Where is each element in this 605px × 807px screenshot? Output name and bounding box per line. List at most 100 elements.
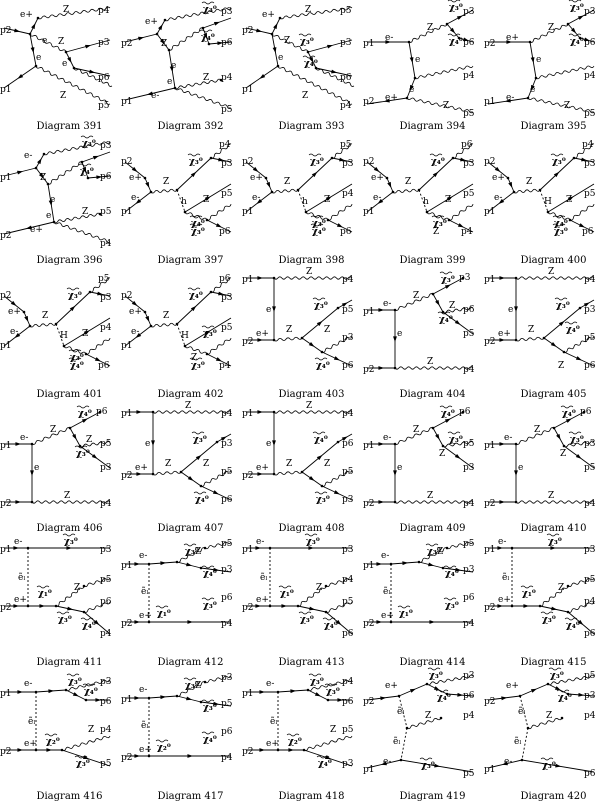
vertex-dot [330,156,334,160]
boson-line [321,335,353,353]
vertex-dot [314,66,318,70]
fermion-arrow [499,442,506,446]
particle-label: h [302,197,308,207]
boson-line [567,577,595,588]
particle-label: χ₂⁰ [157,743,171,753]
fermion-arrow [187,620,194,624]
tilde-mark [429,153,443,157]
particle-label: e+ [266,739,279,749]
diagram-caption-text: Diagram 400 [520,255,587,266]
vertex-dot [514,500,518,504]
particle-label: χ₃⁰ [82,139,96,149]
particle-label: p4 [461,227,473,237]
tilde-mark [437,311,451,315]
particle-label: H [60,331,68,341]
particle-label: χ₄⁰ [324,621,338,631]
diagram-caption: Diagram 420 [484,791,605,803]
boson-line [29,322,57,328]
vertex-dot [566,692,570,696]
fermion-arrow [259,73,266,79]
particle-label: e- [256,537,264,547]
particle-label: p3 [342,759,354,769]
boson-line [408,23,448,43]
boson-line [271,188,299,194]
particle-label: Z [203,195,209,205]
vertex-dot [445,546,449,550]
tilde-mark [568,431,582,435]
particle-label: p5 [221,105,233,115]
tilde-mark [78,163,92,167]
fermion-arrow [67,56,72,63]
diagram-caption: Diagram 410 [484,523,605,535]
particle-label: Z [64,491,70,501]
particle-label: p3 [221,439,233,449]
fermion-arrow [138,36,145,41]
tilde-mark [82,683,96,687]
tilde-mark [548,667,562,671]
particle-label: e+ [24,739,37,749]
diagram-caption-text: Diagram 394 [399,121,466,132]
particle-label: e+ [129,173,142,183]
particle-label: e [46,211,51,221]
vertex-dot [268,546,272,550]
particle-label: p5 [342,305,354,315]
particle-label: ẽₗ [393,736,401,747]
vertex-dot [203,680,207,684]
boson-line [325,601,353,613]
fermion-arrow [94,357,101,362]
fermion-arrow [146,91,153,96]
particle-label: p2 [0,291,12,301]
particle-label: χ₃⁰ [421,761,435,771]
vertex-dot [26,546,30,550]
fermion-arrow [308,475,315,481]
particle-label: χ₄⁰ [304,59,318,69]
fermion-arrow [377,198,384,204]
vertex-dot [28,32,32,36]
diagram-caption: Diagram 391 [0,121,121,133]
fermion-arrow [575,356,582,361]
particle-label: χ₄⁰ [439,315,453,325]
particle-label: p1 [363,207,375,217]
diagram-caption: Diagram 412 [121,657,242,669]
fermion-arrow [380,696,387,701]
fermion-arrow [38,172,44,179]
diagram-caption: Diagram 395 [484,121,605,133]
boson-line [174,78,222,90]
fermion-arrow [457,692,464,697]
vertex-dot [149,324,153,328]
boson-line [79,440,111,448]
tilde-mark [540,611,554,615]
fermion-arrow [454,453,461,459]
vertex-dot [441,566,445,570]
tilde-mark [298,611,312,615]
vertex-dot [62,344,66,348]
diagram-caption: Diagram 419 [363,791,484,803]
fermion-arrow [558,320,565,327]
fermion-arrow [135,198,142,204]
boson-line [61,735,111,752]
particle-label: e- [494,193,502,203]
particle-label: Z [330,725,336,735]
fermion-arrow [373,166,380,172]
fermion-arrow [444,284,451,289]
fermion-arrow [85,44,92,49]
fermion-arrow [24,315,29,322]
boson-line [539,585,569,607]
tilde-mark [568,0,582,3]
particle-label: p4 [342,275,354,285]
vertex-dot [461,410,465,414]
particle-label: Z [286,459,292,469]
particle-label: p2 [484,603,496,613]
particle-label: p5 [221,189,233,199]
diagram-caption: Diagram 400 [484,255,605,267]
fermion-arrow [498,198,505,204]
particle-label: p4 [342,575,354,585]
vertex-dot [417,560,421,564]
tilde-mark [550,153,564,157]
fermion-arrow [17,690,24,694]
fermion-arrow [83,330,90,335]
